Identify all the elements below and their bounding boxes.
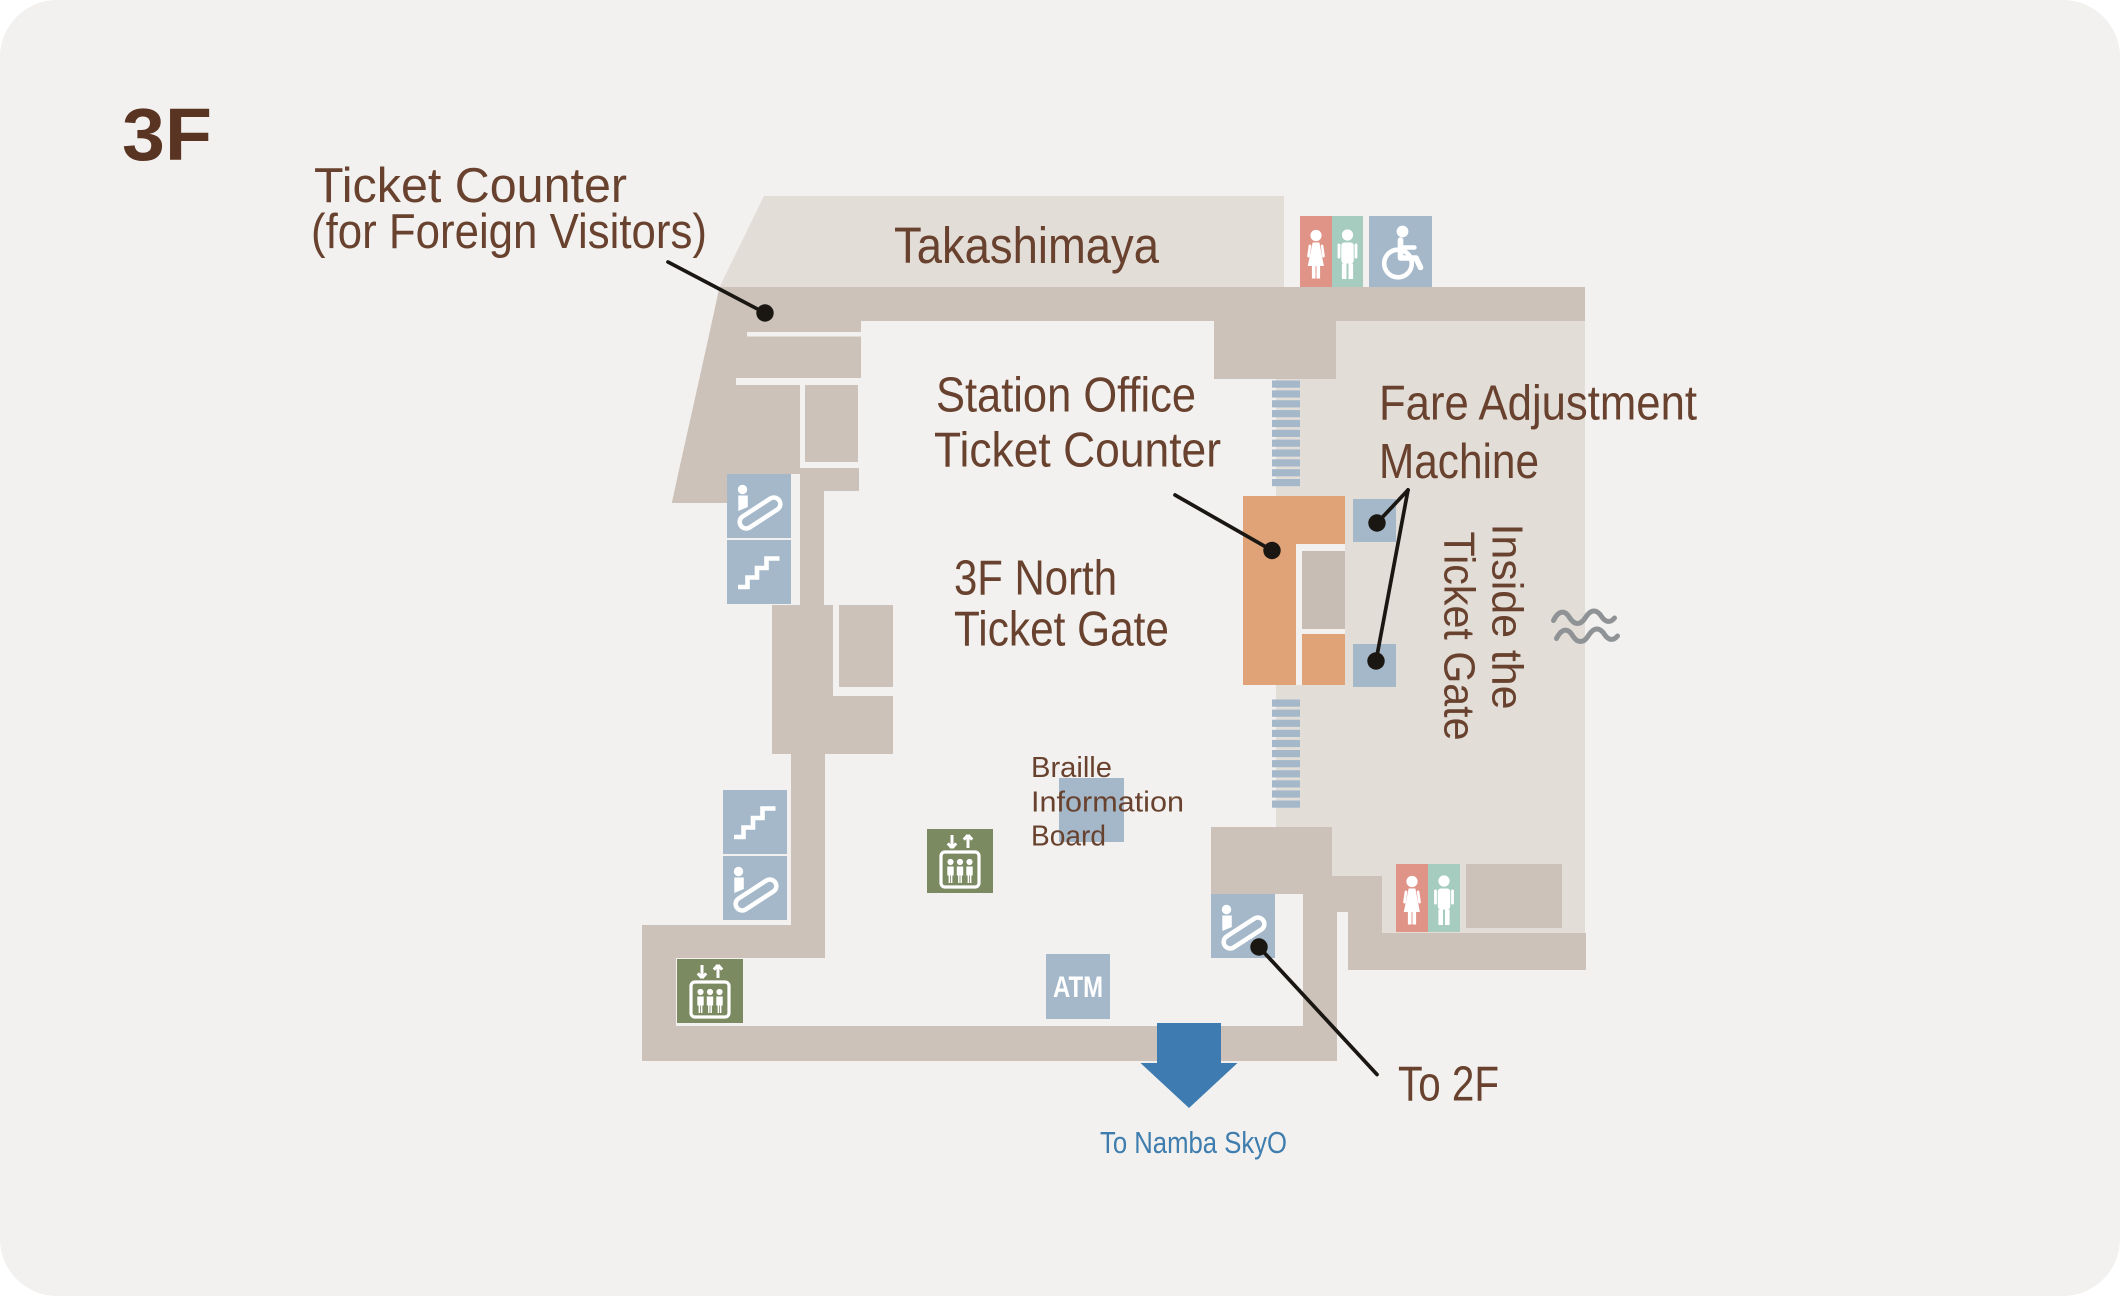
svg-text:3F: 3F — [122, 93, 212, 176]
svg-text:3F North: 3F North — [954, 552, 1117, 606]
svg-text:To 2F: To 2F — [1398, 1058, 1499, 1112]
svg-text:Ticket Counter: Ticket Counter — [934, 424, 1221, 478]
svg-text:Inside the: Inside the — [1483, 524, 1532, 710]
svg-text:Station Office: Station Office — [936, 369, 1196, 423]
svg-text:Machine: Machine — [1379, 435, 1539, 489]
svg-text:Ticket Gate: Ticket Gate — [954, 603, 1169, 657]
svg-text:To Namba SkyO: To Namba SkyO — [1100, 1125, 1287, 1160]
svg-text:Information: Information — [1031, 787, 1184, 819]
svg-text:Ticket Gate: Ticket Gate — [1435, 532, 1484, 741]
svg-text:(for Foreign Visitors): (for Foreign Visitors) — [311, 205, 707, 259]
svg-text:Ticket Counter: Ticket Counter — [314, 159, 627, 213]
svg-text:Fare Adjustment: Fare Adjustment — [1379, 377, 1697, 431]
svg-text:Braille: Braille — [1031, 752, 1112, 784]
svg-text:Board: Board — [1031, 821, 1106, 853]
svg-text:ATM: ATM — [1053, 971, 1103, 1004]
svg-text:Takashimaya: Takashimaya — [894, 217, 1160, 274]
